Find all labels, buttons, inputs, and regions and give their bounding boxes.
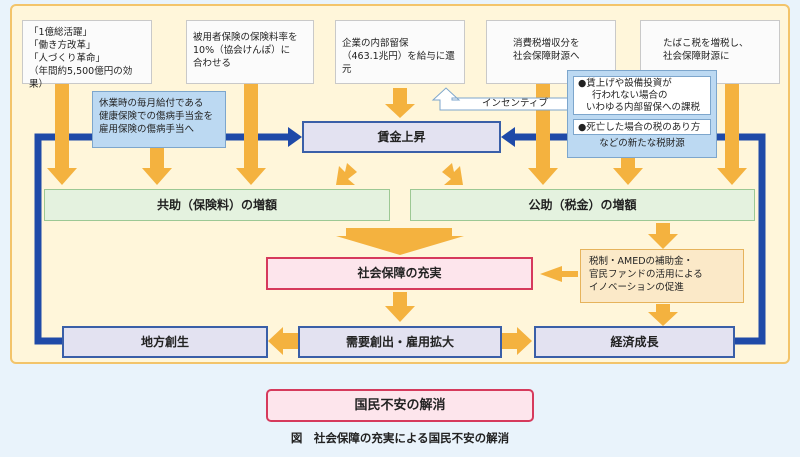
public-aid-bar: 公助（税金）の増額 xyxy=(410,189,755,221)
tax-note: ●賃上げや設備投資が 行われない場合の いわゆる内部留保への課税 ●死亡した場合… xyxy=(567,70,717,158)
source-4-line-1: 消費税増収分を xyxy=(513,38,580,49)
arrow-source2-mutual xyxy=(236,84,266,185)
source-3-line-2: （463.1兆円）を給与に還元 xyxy=(342,51,455,75)
source-2-line-1: 被用者保険の保険料率を xyxy=(193,32,298,43)
innovation-line-3: イノベーションの促進 xyxy=(589,282,684,293)
source-3-line-1: 企業の内部留保 xyxy=(342,38,409,49)
sick-pay-line-1: 休業時の毎月給付である xyxy=(99,98,204,109)
arrow-innovation-socialsecurity xyxy=(540,266,578,282)
tax-note-footer: などの新たな税財源 xyxy=(599,138,685,149)
mutual-aid-bar: 共助（保険料）の増額 xyxy=(44,189,390,221)
tax-item1-line-3: いわゆる内部留保への課税 xyxy=(586,102,701,113)
source-4-line-2: 社会保障財源へ xyxy=(513,51,580,62)
source-1-line-2: 「働き方改革」 xyxy=(29,40,96,51)
source-5-line-2: 社会保障財源に xyxy=(663,51,730,62)
sick-pay-line-3: 雇用保険の傷病手当へ xyxy=(99,124,195,135)
incentive-label: インセンティブ xyxy=(482,98,548,109)
source-5-line-1: たばこ税を増税し、 xyxy=(663,38,749,49)
wage-increase-box: 賃金上昇 xyxy=(302,121,501,153)
arrow-demand-growth xyxy=(502,327,532,355)
tax-note-item-1: ●賃上げや設備投資が 行われない場合の いわゆる内部留保への課税 xyxy=(573,76,711,115)
arrow-socialsecurity-demand xyxy=(385,292,415,322)
sick-pay-line-2: 健康保険での傷病手当金を xyxy=(99,111,214,122)
source-1-line-1: 「1億総活躍」 xyxy=(29,27,93,38)
arrow-demand-regional xyxy=(268,327,298,355)
tax-item2-text: ●死亡した場合の税のあり方 xyxy=(578,122,701,133)
arrow-wage-mutual xyxy=(336,163,357,185)
source-box-1: 「1億総活躍」 「働き方改革」 「人づくり革命」 （年間約5,500億円の効果） xyxy=(22,20,152,90)
source-2-line-3: 合わせる xyxy=(193,58,232,69)
arrow-sicknote-mutual xyxy=(142,148,172,185)
source-1-line-3: 「人づくり革命」 xyxy=(29,53,106,64)
figure-caption: 図 社会保障の充実による国民不安の解消 xyxy=(290,431,510,445)
social-security-box: 社会保障の充実 xyxy=(266,257,533,290)
source-1-line-4: （年間約5,500億円の効果） xyxy=(29,66,133,90)
demand-employment-box: 需要創出・雇用拡大 xyxy=(298,326,502,358)
economic-growth-box: 経済成長 xyxy=(534,326,735,358)
sick-pay-note: 休業時の毎月給付である 健康保険での傷病手当金を 雇用保険の傷病手当へ xyxy=(92,91,226,148)
arrow-taxnote-public xyxy=(613,158,643,185)
result-box: 国民不安の解消 xyxy=(266,389,534,422)
loop-line-right xyxy=(515,133,766,345)
source-2-line-2: 10%（協会けんぽ）に xyxy=(193,45,291,56)
tax-note-item-2: ●死亡した場合の税のあり方 xyxy=(573,119,711,135)
arrow-source3-wage xyxy=(385,88,415,118)
arrow-public-innovation xyxy=(648,223,678,249)
source-box-3: 企業の内部留保 （463.1兆円）を給与に還元 xyxy=(335,20,465,84)
innovation-line-2: 官民ファンドの活用による xyxy=(589,269,703,280)
loop-arrowhead-left xyxy=(288,127,302,147)
arrow-wage-public xyxy=(442,163,463,185)
loop-arrowhead-right xyxy=(501,127,515,147)
innovation-line-1: 税制・AMEDの補助金・ xyxy=(589,256,694,267)
tax-item1-line-1: ●賃上げや設備投資が xyxy=(578,78,672,89)
incentive-arrow xyxy=(431,87,569,111)
regional-revitalization-box: 地方創生 xyxy=(62,326,268,358)
tax-item1-line-2: 行われない場合の xyxy=(592,90,668,101)
arrow-source1-mutual xyxy=(47,84,77,185)
arrow-innovation-growth xyxy=(648,304,678,326)
source-box-2: 被用者保険の保険料率を 10%（協会けんぽ）に 合わせる xyxy=(186,20,314,84)
arrow-source5-public xyxy=(717,84,747,185)
arrow-source4-public xyxy=(528,84,558,185)
innovation-box: 税制・AMEDの補助金・ 官民ファンドの活用による イノベーションの促進 xyxy=(580,249,744,303)
arrow-aid-socialsecurity xyxy=(336,228,464,255)
